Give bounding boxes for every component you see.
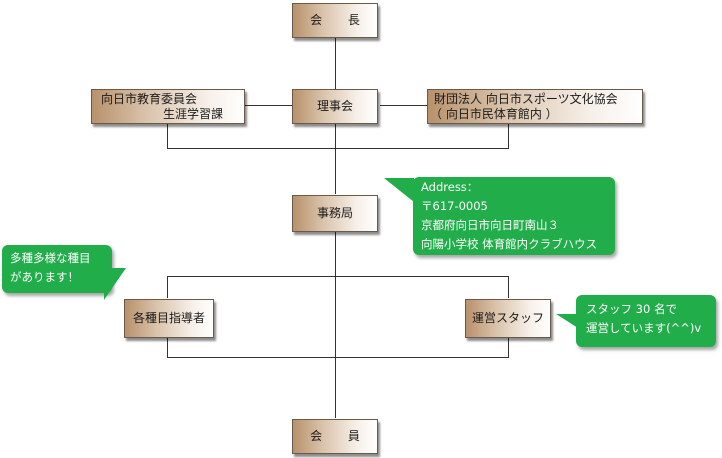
node-sports-association-line1: 財団法人 向日市スポーツ文化協会 <box>434 92 618 106</box>
bracket-right-lower <box>508 338 509 358</box>
connector-chairman-board <box>335 38 336 92</box>
bracket-top-lower <box>167 276 509 277</box>
bubble-staff-count-tail <box>556 314 578 328</box>
node-secretariat-label: 事務局 <box>316 206 353 220</box>
node-education-board: 向日市教育委員会 生涯学習課 <box>91 89 245 124</box>
node-education-board-line2: 生涯学習課 <box>163 107 224 121</box>
bracket-bottom-upper <box>167 148 509 149</box>
node-members: 会 員 <box>292 419 378 454</box>
node-sports-association: 財団法人 向日市スポーツ文化協会 （ 向日市民体育館内 ） <box>427 89 643 124</box>
bubble-staff-count-line2: 運営しています(^^)v <box>586 321 702 335</box>
bubble-address-line2: 〒617-0005 <box>421 199 488 213</box>
bracket-left-upper-lower <box>167 276 168 298</box>
node-staff-label: 運営スタッフ <box>471 311 544 325</box>
bracket-left-upper <box>167 124 168 149</box>
bubble-sports-variety-line1: 多種多様な種目 <box>10 251 91 265</box>
connector-secretariat-members <box>335 232 336 418</box>
bracket-bottom-lower <box>167 357 509 358</box>
node-secretariat: 事務局 <box>292 195 378 232</box>
node-education-board-line1: 向日市教育委員会 <box>101 92 198 106</box>
bracket-left-lower <box>167 338 168 358</box>
node-members-label: 会 員 <box>310 429 371 443</box>
bubble-address: Address： 〒617-0005 京都府向日市向日町南山３ 向陽小学校 体育… <box>413 177 615 255</box>
bubble-staff-count: スタッフ 30 名で 運営しています(^^)v <box>576 295 716 347</box>
bubble-address-line1: Address： <box>421 180 479 194</box>
connector-education-board <box>245 105 292 106</box>
bubble-address-tail <box>384 178 414 202</box>
bracket-right-upper-lower <box>508 276 509 298</box>
node-instructors: 各種目指導者 <box>124 299 214 338</box>
node-board: 理事会 <box>292 89 378 124</box>
node-board-label: 理事会 <box>316 99 353 113</box>
bubble-sports-variety-tail <box>104 268 126 300</box>
node-sports-association-line2: （ 向日市民体育館内 ） <box>430 107 558 121</box>
bubble-address-line4: 向陽小学校 体育館内クラブハウス <box>421 237 598 251</box>
bubble-sports-variety-line2: があります！ <box>10 270 79 284</box>
node-chairman-label: 会 長 <box>310 13 371 27</box>
bubble-staff-count-line1: スタッフ 30 名で <box>586 302 677 316</box>
connector-board-association <box>380 105 427 106</box>
bracket-right-upper <box>508 124 509 149</box>
node-staff: 運営スタッフ <box>465 299 551 338</box>
node-instructors-label: 各種目指導者 <box>132 311 205 325</box>
bubble-address-line3: 京都府向日市向日町南山３ <box>421 218 559 232</box>
connector-board-secretariat <box>335 124 336 194</box>
node-chairman: 会 長 <box>292 3 378 38</box>
bubble-sports-variety: 多種多様な種目 があります！ <box>2 245 112 293</box>
